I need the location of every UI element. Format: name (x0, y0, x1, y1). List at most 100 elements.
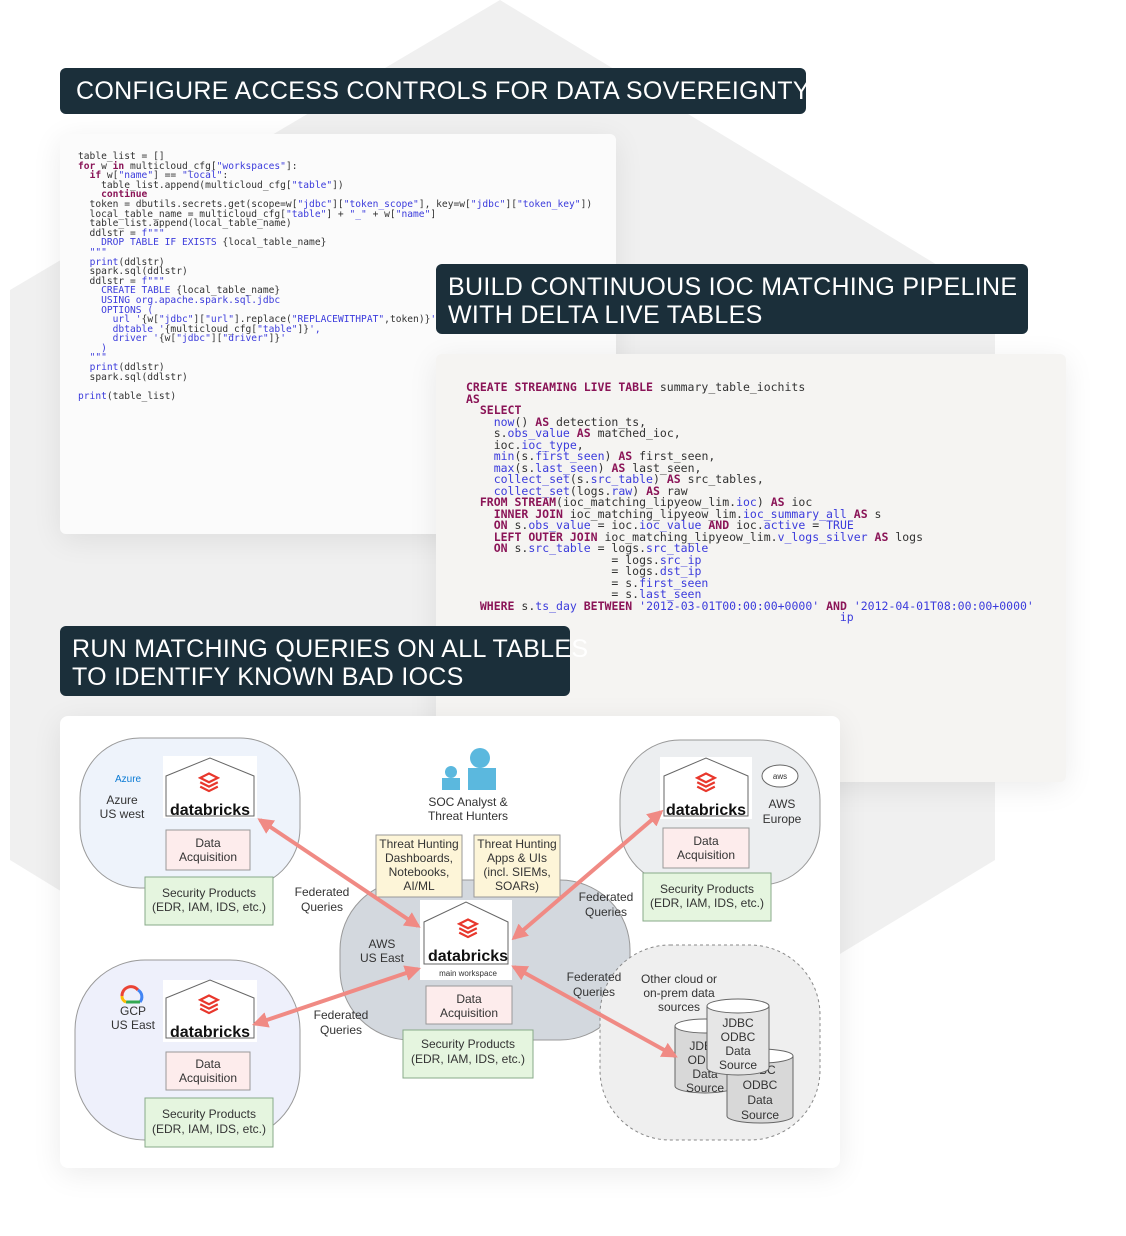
code-token: AS (770, 495, 785, 509)
code-line: AS (466, 391, 1036, 406)
code-line: print(ddlstr) (78, 361, 598, 373)
code-token: ioc_type (521, 437, 577, 452)
security-products-box (144, 1097, 274, 1148)
code-token: ddlstr = (78, 227, 142, 239)
federated-query-arrow-gcp (251, 965, 422, 1028)
banner-matching-queries: RUN MATCHING QUERIES ON ALL TABLES TO ID… (60, 626, 589, 696)
code-token: "table" (257, 323, 298, 335)
code-token: CREATE TABLE (101, 285, 171, 297)
other-sources-label: on-prem data (643, 986, 715, 1000)
box-label: Threat Hunting (477, 837, 556, 851)
code-token: , (576, 437, 584, 452)
code-line: = s.first_seen (466, 575, 1036, 590)
code-token: ioc_matching_lipyeow_lim. (562, 506, 743, 521)
code-token: detection_ts, (549, 414, 647, 429)
box-label: (EDR, IAM, IDS, etc.) (152, 1122, 266, 1136)
cyl-label: ODBC (743, 1078, 778, 1092)
federated-label: Federated (314, 1008, 369, 1022)
code-token: src_table (646, 541, 709, 555)
code-token: () (514, 414, 536, 429)
code-token: """ (89, 246, 107, 258)
code-token: STREAM (514, 495, 557, 509)
code-token: url ' (112, 314, 142, 326)
code-token: src_ip (659, 552, 702, 567)
code-token: ] (430, 208, 437, 220)
code-token: (logs. (569, 483, 612, 498)
code-line: ddlstr = f""" (78, 227, 598, 239)
code-token: s. (514, 598, 536, 613)
cyl-label: Data (747, 1093, 773, 1107)
code-token: ioc_value (639, 518, 702, 532)
code-token: ioc_matching_lipyeow_lim. (597, 529, 778, 544)
box-label: SOARs) (495, 879, 539, 893)
code-token: ][ (210, 333, 223, 345)
banner-line: CONFIGURE ACCESS CONTROLS FOR DATA SOVER… (76, 77, 810, 105)
code-token: = logs. (466, 564, 660, 578)
code-token: {local_table_name} (170, 285, 281, 297)
code-line: spark.sql(ddlstr) (78, 371, 598, 383)
code-token: (s. (569, 472, 591, 486)
code-token: ts_day (535, 598, 577, 613)
code-token: ][ (505, 198, 518, 210)
code-token: SELECT (479, 403, 522, 417)
code-token: ] == (153, 170, 182, 182)
federated-label: Queries (573, 985, 615, 999)
code-token: matched_ioc, (590, 426, 681, 440)
code-token (868, 530, 875, 544)
box-label: AI/ML (403, 879, 435, 893)
code-line: ip (466, 609, 1036, 624)
code-token: {multicloud_cfg[ (164, 323, 258, 335)
code-line: dbtable '{multicloud_cfg["table"]}', (78, 323, 598, 335)
federated-query-arrow-aws-europe (511, 809, 664, 941)
code-token: src_table (590, 472, 653, 486)
code-token: = s. (466, 587, 640, 601)
code-token: f""" (141, 275, 165, 287)
code-token: "token_scope" (343, 198, 419, 210)
code-line: print(ddlstr) (78, 256, 598, 268)
code-token: ]: (285, 160, 298, 172)
code-token: ]} (297, 323, 310, 335)
box-label: (incl. SIEMs, (483, 865, 550, 879)
region-label: Azure (106, 793, 138, 807)
code-line: FROM STREAM(ioc_matching_lipyeow_lim.ioc… (466, 494, 1036, 509)
box-label: Data (195, 1057, 221, 1071)
code-token: ) (632, 483, 647, 498)
code-token: ) (652, 472, 667, 486)
code-token: token = dbutils.secrets.get(scope=w[ (78, 198, 298, 210)
federated-label: Federated (567, 970, 622, 984)
code-line: USING org.apache.spark.sql.jdbc (78, 294, 598, 306)
code-token: f""" (141, 227, 165, 239)
code-token: max (493, 460, 515, 475)
box-label: (EDR, IAM, IDS, etc.) (411, 1052, 525, 1066)
region-label: AWS (369, 937, 396, 951)
code-token: ioc_summary_all (742, 506, 847, 521)
code-token: raw (659, 483, 688, 498)
code-token: spark.sql(ddlstr) (78, 371, 188, 383)
code-line: DROP TABLE IF EXISTS {local_table_name} (78, 236, 598, 248)
security-products-box (144, 876, 274, 926)
code-line: min(s.first_seen) AS first_seen, (466, 448, 1036, 463)
code-token: w (95, 160, 113, 172)
code-token: print (78, 390, 107, 402)
databricks-workspace-aws-europe: databricks (660, 757, 752, 819)
code-token: + w[ (366, 208, 396, 220)
code-token: ' (430, 314, 437, 326)
code-token: v_logs_silver (777, 529, 868, 544)
code-token: """ (89, 352, 107, 364)
code-token: ,token)} (384, 314, 431, 326)
code-token: INNER JOIN (493, 506, 563, 521)
banner-line: WITH DELTA LIVE TABLES (448, 301, 763, 329)
code-token: (s. (514, 449, 536, 463)
code-token: ][ (332, 198, 344, 210)
code-line: INNER JOIN ioc_matching_lipyeow_lim.ioc_… (466, 506, 1036, 521)
banner-line: RUN MATCHING QUERIES ON ALL TABLES (72, 635, 589, 663)
code-token: = s. (466, 575, 640, 590)
code-token: ip (839, 610, 854, 624)
data-acquisition-box (662, 827, 750, 869)
region-label: US East (360, 951, 405, 965)
code-line: collect_set(s.src_table) AS src_tables, (466, 471, 1036, 486)
code-line: = logs.src_ip (466, 552, 1036, 567)
code-line: """ (78, 246, 598, 258)
cyl-label: JDBC (722, 1016, 754, 1030)
code-token: AS (853, 506, 868, 521)
